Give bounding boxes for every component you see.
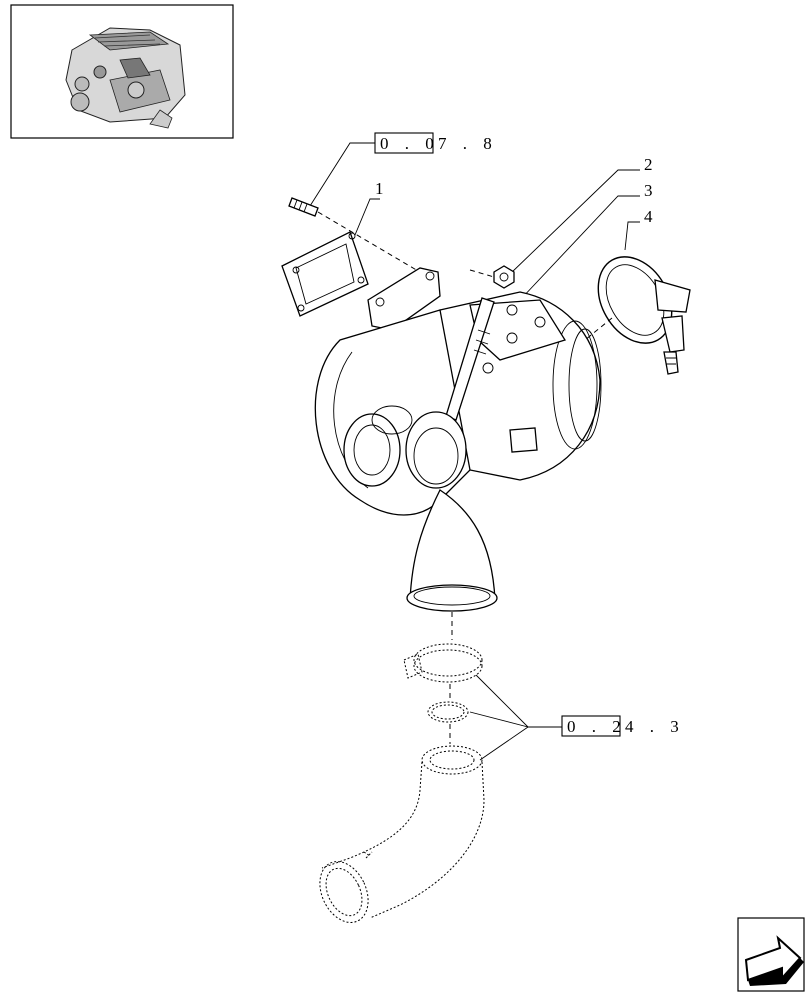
- reference-top-rest: 7 . 8: [438, 134, 498, 153]
- callout-1: 1: [354, 179, 384, 236]
- next-page-arrow-icon: [744, 935, 804, 986]
- stud: [288, 197, 319, 217]
- callout-2: 2: [509, 155, 653, 275]
- callout-3: 3: [519, 181, 653, 301]
- svg-text:1: 1: [375, 179, 384, 198]
- callout-4: 4: [624, 207, 653, 251]
- svg-text:3: 3: [644, 181, 653, 200]
- svg-text:2: 2: [644, 155, 653, 174]
- engine-thumbnail-icon: [65, 27, 186, 129]
- reference-bottom-rest: 4 . 3: [625, 717, 685, 736]
- turbocharger: [314, 267, 602, 612]
- exhaust-pipe: [319, 745, 485, 923]
- reference-top-boxed: 0 . 0: [380, 134, 440, 153]
- hose-clamp: [403, 643, 483, 683]
- nut: [493, 265, 515, 289]
- reference-link-top[interactable]: 0 . 0 7 . 8: [309, 132, 498, 207]
- svg-text:4: 4: [644, 207, 653, 226]
- reference-bottom-boxed: 0 . 2: [567, 717, 627, 736]
- v-band-clamp: [597, 256, 691, 375]
- reference-link-bottom[interactable]: 0 . 2 4 . 3: [469, 674, 685, 761]
- sealing-ring: [427, 701, 469, 723]
- engine-thumbnail[interactable]: [10, 4, 234, 139]
- gasket: [281, 231, 369, 317]
- next-page-button[interactable]: [737, 917, 805, 992]
